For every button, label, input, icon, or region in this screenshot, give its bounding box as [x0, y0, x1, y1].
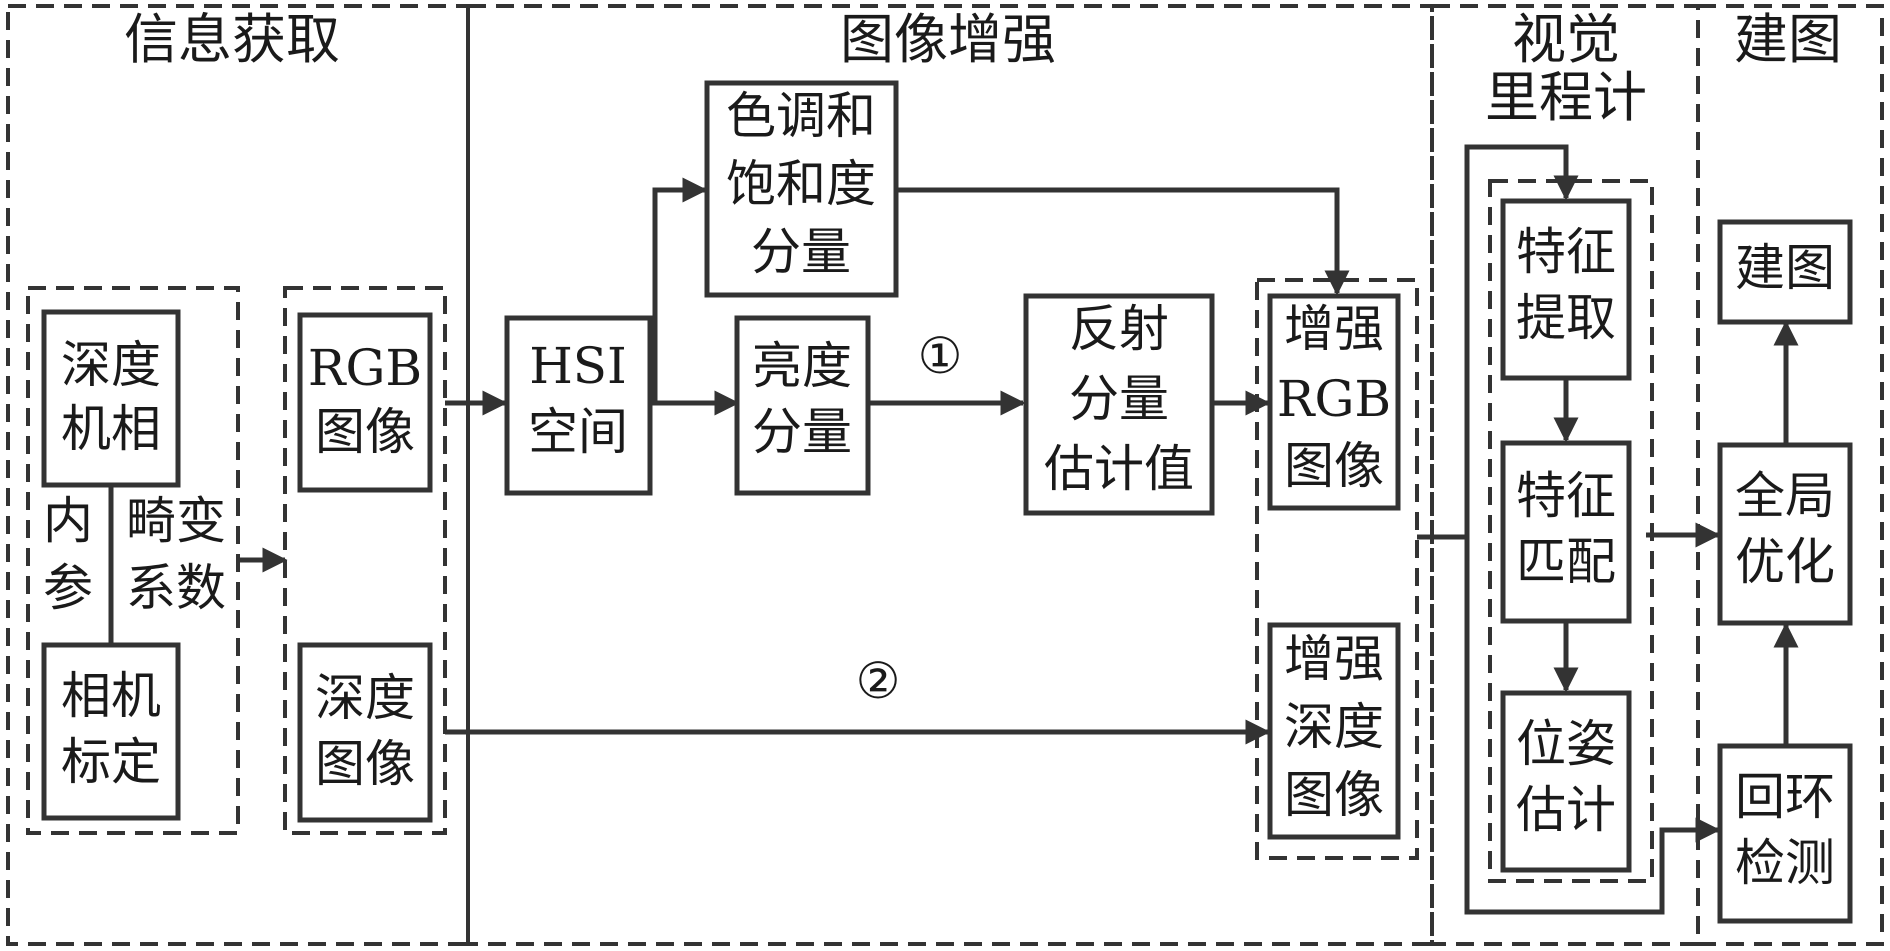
group-vo-steps [1488, 179, 1654, 883]
intrinsic-line2: 参 [43, 559, 93, 617]
feat-match-line1: 特征 [1516, 467, 1616, 525]
box-enh-depth [1267, 622, 1401, 840]
reflect-line3: 估计值 [1044, 440, 1194, 498]
distortion-line2: 系数 [126, 559, 226, 617]
section-title-enhancement: 图像增强 [840, 8, 1056, 71]
box-enh-rgb [1267, 293, 1401, 511]
box-depth-img [297, 642, 433, 823]
depth-img-line2: 图像 [315, 735, 415, 793]
box-reflect [1023, 293, 1215, 516]
intrinsic-line1: 内 [43, 492, 93, 550]
box-cam-calib [41, 642, 181, 821]
hsi-line2: 空间 [528, 403, 628, 461]
reflect-line2: 分量 [1069, 370, 1169, 428]
box-hsi [504, 315, 653, 496]
rgb-img-line1: RGB [308, 339, 422, 397]
frame-mapping [1696, 4, 1884, 946]
hsi-line1: HSI [529, 337, 627, 395]
box-loop [1717, 743, 1853, 924]
feat-match-line2: 匹配 [1516, 533, 1616, 591]
depth-cam-line1: 深度 [61, 336, 161, 394]
enh-depth-line2: 深度 [1284, 698, 1384, 756]
enh-depth-line1: 增强 [1284, 630, 1384, 688]
enh-rgb-line1: 增强 [1284, 300, 1384, 358]
arrow-enh-to-loop [1464, 537, 1721, 915]
depth-cam-line2: 机相 [61, 400, 161, 458]
box-depth-cam [41, 309, 181, 488]
path-2-label: ② [856, 652, 901, 710]
arrow-huesat-to-enh-rgb [896, 187, 1350, 296]
group-enhanced-images [1255, 278, 1419, 860]
section-title-acquisition: 信息获取 [124, 8, 340, 71]
enh-rgb-line2: RGB [1277, 370, 1391, 428]
arrow-hsi-to-huesat [650, 177, 708, 406]
box-map [1717, 219, 1853, 325]
depth-img-line1: 深度 [315, 669, 415, 727]
pose-line1: 位姿 [1516, 715, 1616, 773]
box-feat-ext [1500, 198, 1632, 381]
enh-rgb-line3: 图像 [1284, 437, 1384, 495]
loop-line1: 回环 [1735, 768, 1835, 826]
box-feat-match [1500, 440, 1632, 624]
path-1-label: ① [918, 327, 963, 385]
box-hue-sat [704, 80, 899, 298]
box-brightness [734, 315, 871, 496]
loop-line2: 检测 [1735, 834, 1835, 892]
reflect-line1: 反射 [1069, 300, 1169, 358]
brightness-line2: 分量 [752, 403, 852, 461]
hue-sat-line3: 分量 [751, 223, 851, 281]
distortion-line1: 畸变 [126, 492, 226, 550]
section-title-vo-line2: 里程计 [1485, 66, 1647, 129]
hue-sat-line2: 饱和度 [726, 155, 876, 213]
arrow-enh-to-feat-ext [1417, 144, 1579, 540]
box-rgb-img [297, 312, 433, 493]
hue-sat-line1: 色调和 [726, 87, 876, 145]
pose-line2: 估计 [1516, 781, 1616, 839]
box-global-opt [1717, 442, 1853, 626]
map-line1: 建图 [1735, 239, 1835, 297]
cam-calib-line1: 相机 [61, 667, 161, 725]
global-opt-line2: 优化 [1735, 533, 1835, 591]
section-title-vo-line1: 视觉 [1512, 8, 1620, 71]
section-title-mapping: 建图 [1734, 8, 1842, 71]
box-pose [1500, 690, 1632, 873]
global-opt-line1: 全局 [1735, 467, 1835, 525]
cam-calib-line2: 标定 [61, 733, 161, 791]
feat-ext-line2: 提取 [1516, 289, 1616, 347]
feat-ext-line1: 特征 [1516, 223, 1616, 281]
enh-depth-line3: 图像 [1284, 766, 1384, 824]
brightness-line1: 亮度 [752, 337, 852, 395]
rgb-img-line2: 图像 [315, 403, 415, 461]
